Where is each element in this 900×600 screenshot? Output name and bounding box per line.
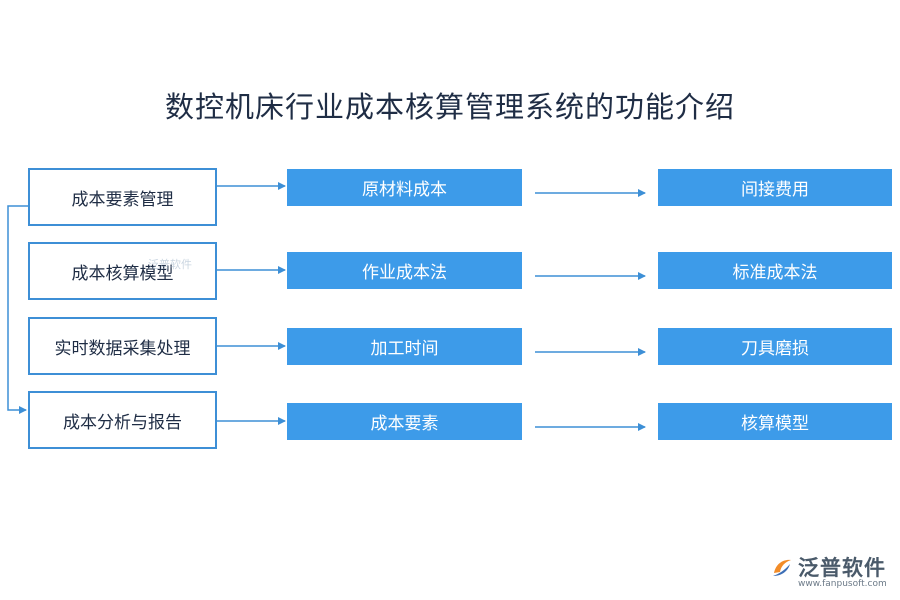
brand-name: 泛普软件 [798,556,886,580]
result-box-accounting-model: 核算模型 [658,403,892,440]
brand-logo: 泛普软件 [770,552,886,582]
item-box-cost-elements: 成本要素 [287,403,522,440]
category-label: 成本核算模型 [71,263,174,284]
item-box-machining-time: 加工时间 [287,328,522,365]
category-box-cost-analysis: 成本分析与报告 [28,391,217,449]
category-label: 成本分析与报告 [63,412,182,433]
item-label: 作业成本法 [362,263,447,283]
item-box-activity-costing: 作业成本法 [287,252,522,289]
item-label: 原材料成本 [362,180,447,200]
result-label: 核算模型 [741,414,809,434]
item-label: 加工时间 [370,339,439,359]
result-label: 间接费用 [741,180,809,200]
watermark-text: 泛普软件 [148,258,192,271]
brand-logo-icon [773,559,791,576]
item-box-raw-material: 原材料成本 [287,169,522,206]
bracket-connector [7,205,28,414]
category-box-cost-model: 成本核算模型 [28,242,217,300]
category-box-cost-elements: 成本要素管理 [28,168,217,226]
result-box-standard-costing: 标准成本法 [658,252,892,289]
category-box-realtime-data: 实时数据采集处理 [28,317,217,375]
category-label: 实时数据采集处理 [54,338,191,359]
result-box-tool-wear: 刀具磨损 [658,328,892,365]
result-label: 刀具磨损 [741,339,809,359]
result-box-indirect-cost: 间接费用 [658,169,892,206]
brand-url: www.fanpusoft.com [798,579,887,589]
item-label: 成本要素 [370,414,439,434]
category-label: 成本要素管理 [71,189,174,210]
diagram-title: 数控机床行业成本核算管理系统的功能介绍 [164,90,735,124]
result-label: 标准成本法 [732,263,818,283]
